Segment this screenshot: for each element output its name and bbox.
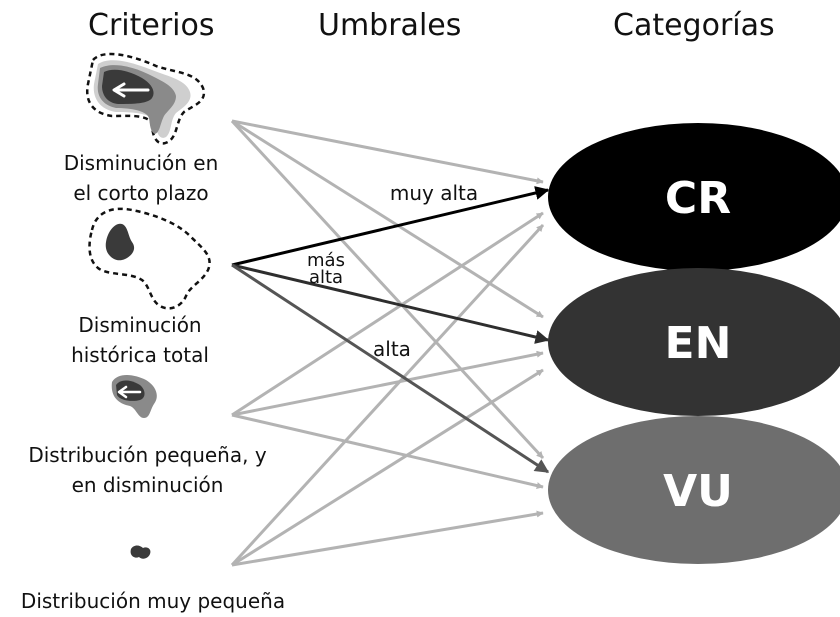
criterion-historical-decline-label: Disminución histórica total — [71, 313, 209, 367]
category-en: EN — [548, 268, 840, 416]
header-thresholds: Umbrales — [318, 8, 462, 43]
arrow-c3-vu — [231, 413, 544, 489]
header-categories: Categorías — [613, 8, 775, 43]
threshold-high: alta — [373, 337, 411, 361]
arrow-c3-cr — [231, 211, 544, 417]
arrow-c3-en — [231, 350, 544, 417]
threshold-very-high: muy alta — [390, 181, 478, 205]
category-cr-label: CR — [665, 173, 731, 224]
gray-arrows — [230, 119, 545, 567]
arrow-c4-en — [231, 368, 544, 567]
range-small-declining-icon — [111, 375, 157, 418]
header-criteria: Criterios — [88, 8, 215, 43]
arrow-c2-en — [231, 263, 550, 344]
category-vu-label: VU — [663, 466, 733, 517]
arrow-c1-cr — [231, 119, 544, 185]
threshold-higher-line2: alta — [309, 267, 343, 288]
criterion-small-declining-range-label: Distribución pequeña, y en disminución — [28, 443, 267, 497]
arrow-c4-cr — [230, 223, 545, 567]
range-decline-short-term-icon — [85, 52, 206, 145]
category-vu: VU — [548, 416, 840, 564]
criterion-short-term-decline-label: Disminución en el corto plazo — [63, 151, 219, 205]
criterion-very-small-range-label: Distribución muy pequeña — [20, 589, 286, 613]
threshold-higher-line1: más — [307, 250, 345, 271]
category-en-label: EN — [665, 318, 732, 369]
range-very-small-icon — [130, 545, 151, 559]
category-cr: CR — [548, 123, 840, 271]
range-decline-historical-icon — [88, 207, 211, 310]
arrow-c4-vu — [231, 510, 544, 567]
arrow-c2-vu — [231, 263, 550, 474]
arrow-c2-cr — [231, 186, 550, 267]
arrow-c1-en — [231, 119, 544, 319]
